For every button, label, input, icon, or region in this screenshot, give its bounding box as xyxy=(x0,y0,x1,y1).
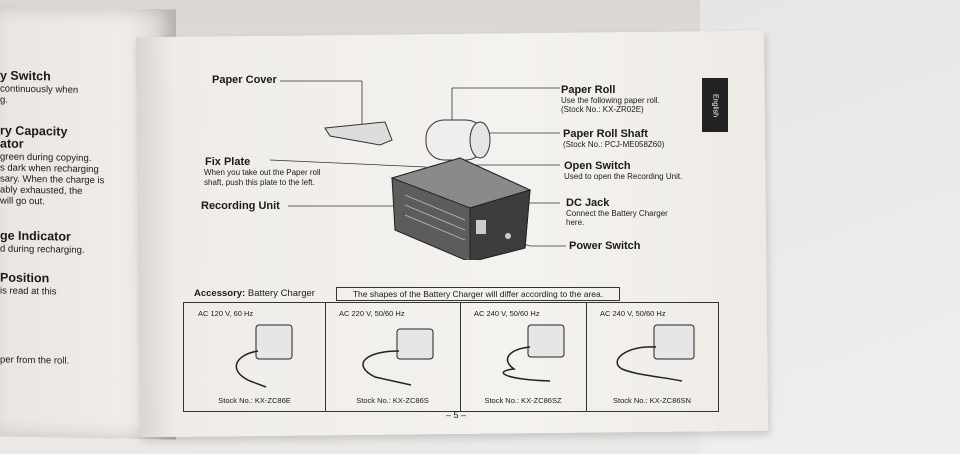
left-text: per from the roll. xyxy=(0,354,70,367)
label-fix-plate: Fix Plate xyxy=(205,156,251,168)
accessory-label: Accessory: xyxy=(194,288,246,299)
charger-stock: Stock No.: KX-ZC86SN xyxy=(613,396,691,405)
left-heading-4: Position xyxy=(0,270,50,286)
label-paper-cover: Paper Cover xyxy=(212,74,277,86)
charger-table: AC 120 V, 60 Hz Stock No.: KX-ZC86E AC 2… xyxy=(183,302,719,412)
charger-voltage: AC 120 V, 60 Hz xyxy=(198,309,254,318)
charger-image xyxy=(235,324,293,388)
charger-cell: AC 120 V, 60 Hz Stock No.: KX-ZC86E xyxy=(184,303,326,411)
left-text: g. xyxy=(0,94,8,106)
dc-jack-desc: Connect the Battery Charger xyxy=(566,209,668,218)
fix-plate-desc: shaft, push this plate to the left. xyxy=(204,178,315,187)
paper-roll-desc: Use the following paper roll. xyxy=(561,96,660,105)
left-heading-2b: ator xyxy=(0,136,24,151)
charger-image xyxy=(362,328,434,386)
charger-voltage: AC 240 V, 50/60 Hz xyxy=(474,309,540,318)
label-recording-unit: Recording Unit xyxy=(201,200,280,212)
label-paper-roll: Paper Roll xyxy=(561,84,616,96)
left-heading-3: ge Indicator xyxy=(0,228,71,244)
label-power-switch: Power Switch xyxy=(569,240,641,252)
label-paper-roll-shaft: Paper Roll Shaft xyxy=(563,128,648,140)
paper-roll-shaft-desc: (Stock No.: PCJ-ME058Z60) xyxy=(563,140,665,149)
device-illustration xyxy=(269,80,566,260)
open-switch-desc: Used to open the Recording Unit. xyxy=(564,172,683,181)
charger-stock: Stock No.: KX-ZC86S xyxy=(356,396,429,405)
label-dc-jack: DC Jack xyxy=(566,197,610,209)
charger-stock: Stock No.: KX-ZC86SZ xyxy=(484,396,562,405)
left-heading-1: y Switch xyxy=(0,68,51,84)
charger-image xyxy=(502,324,565,382)
dc-jack-desc: here. xyxy=(566,218,585,227)
accessory-note: The shapes of the Battery Charger will d… xyxy=(336,287,620,301)
label-open-switch: Open Switch xyxy=(564,160,631,172)
charger-stock: Stock No.: KX-ZC86E xyxy=(218,396,291,405)
accessory-value: Battery Charger xyxy=(247,288,315,299)
accessory-line: Accessory: Battery Charger xyxy=(194,288,315,299)
charger-voltage: AC 220 V, 50/60 Hz xyxy=(339,309,405,318)
charger-cell: AC 240 V, 50/60 Hz Stock No.: KX-ZC86SZ xyxy=(460,303,587,411)
paper-roll-desc: (Stock No.: KX-ZR02E) xyxy=(561,105,644,114)
charger-image xyxy=(616,324,695,382)
charger-voltage: AC 240 V, 50/60 Hz xyxy=(600,309,666,318)
charger-cell: AC 220 V, 50/60 Hz Stock No.: KX-ZC86S xyxy=(325,303,461,411)
language-tab: English xyxy=(702,78,728,132)
left-text: will go out. xyxy=(0,195,45,208)
page-number: – 5 – xyxy=(446,410,467,420)
left-text: d during recharging. xyxy=(0,243,85,256)
fix-plate-desc: When you take out the Paper roll xyxy=(204,168,321,177)
charger-cell: AC 240 V, 50/60 Hz Stock No.: KX-ZC86SN xyxy=(586,303,718,411)
left-text: is read at this xyxy=(0,285,57,298)
left-text: continuously when xyxy=(0,83,79,96)
